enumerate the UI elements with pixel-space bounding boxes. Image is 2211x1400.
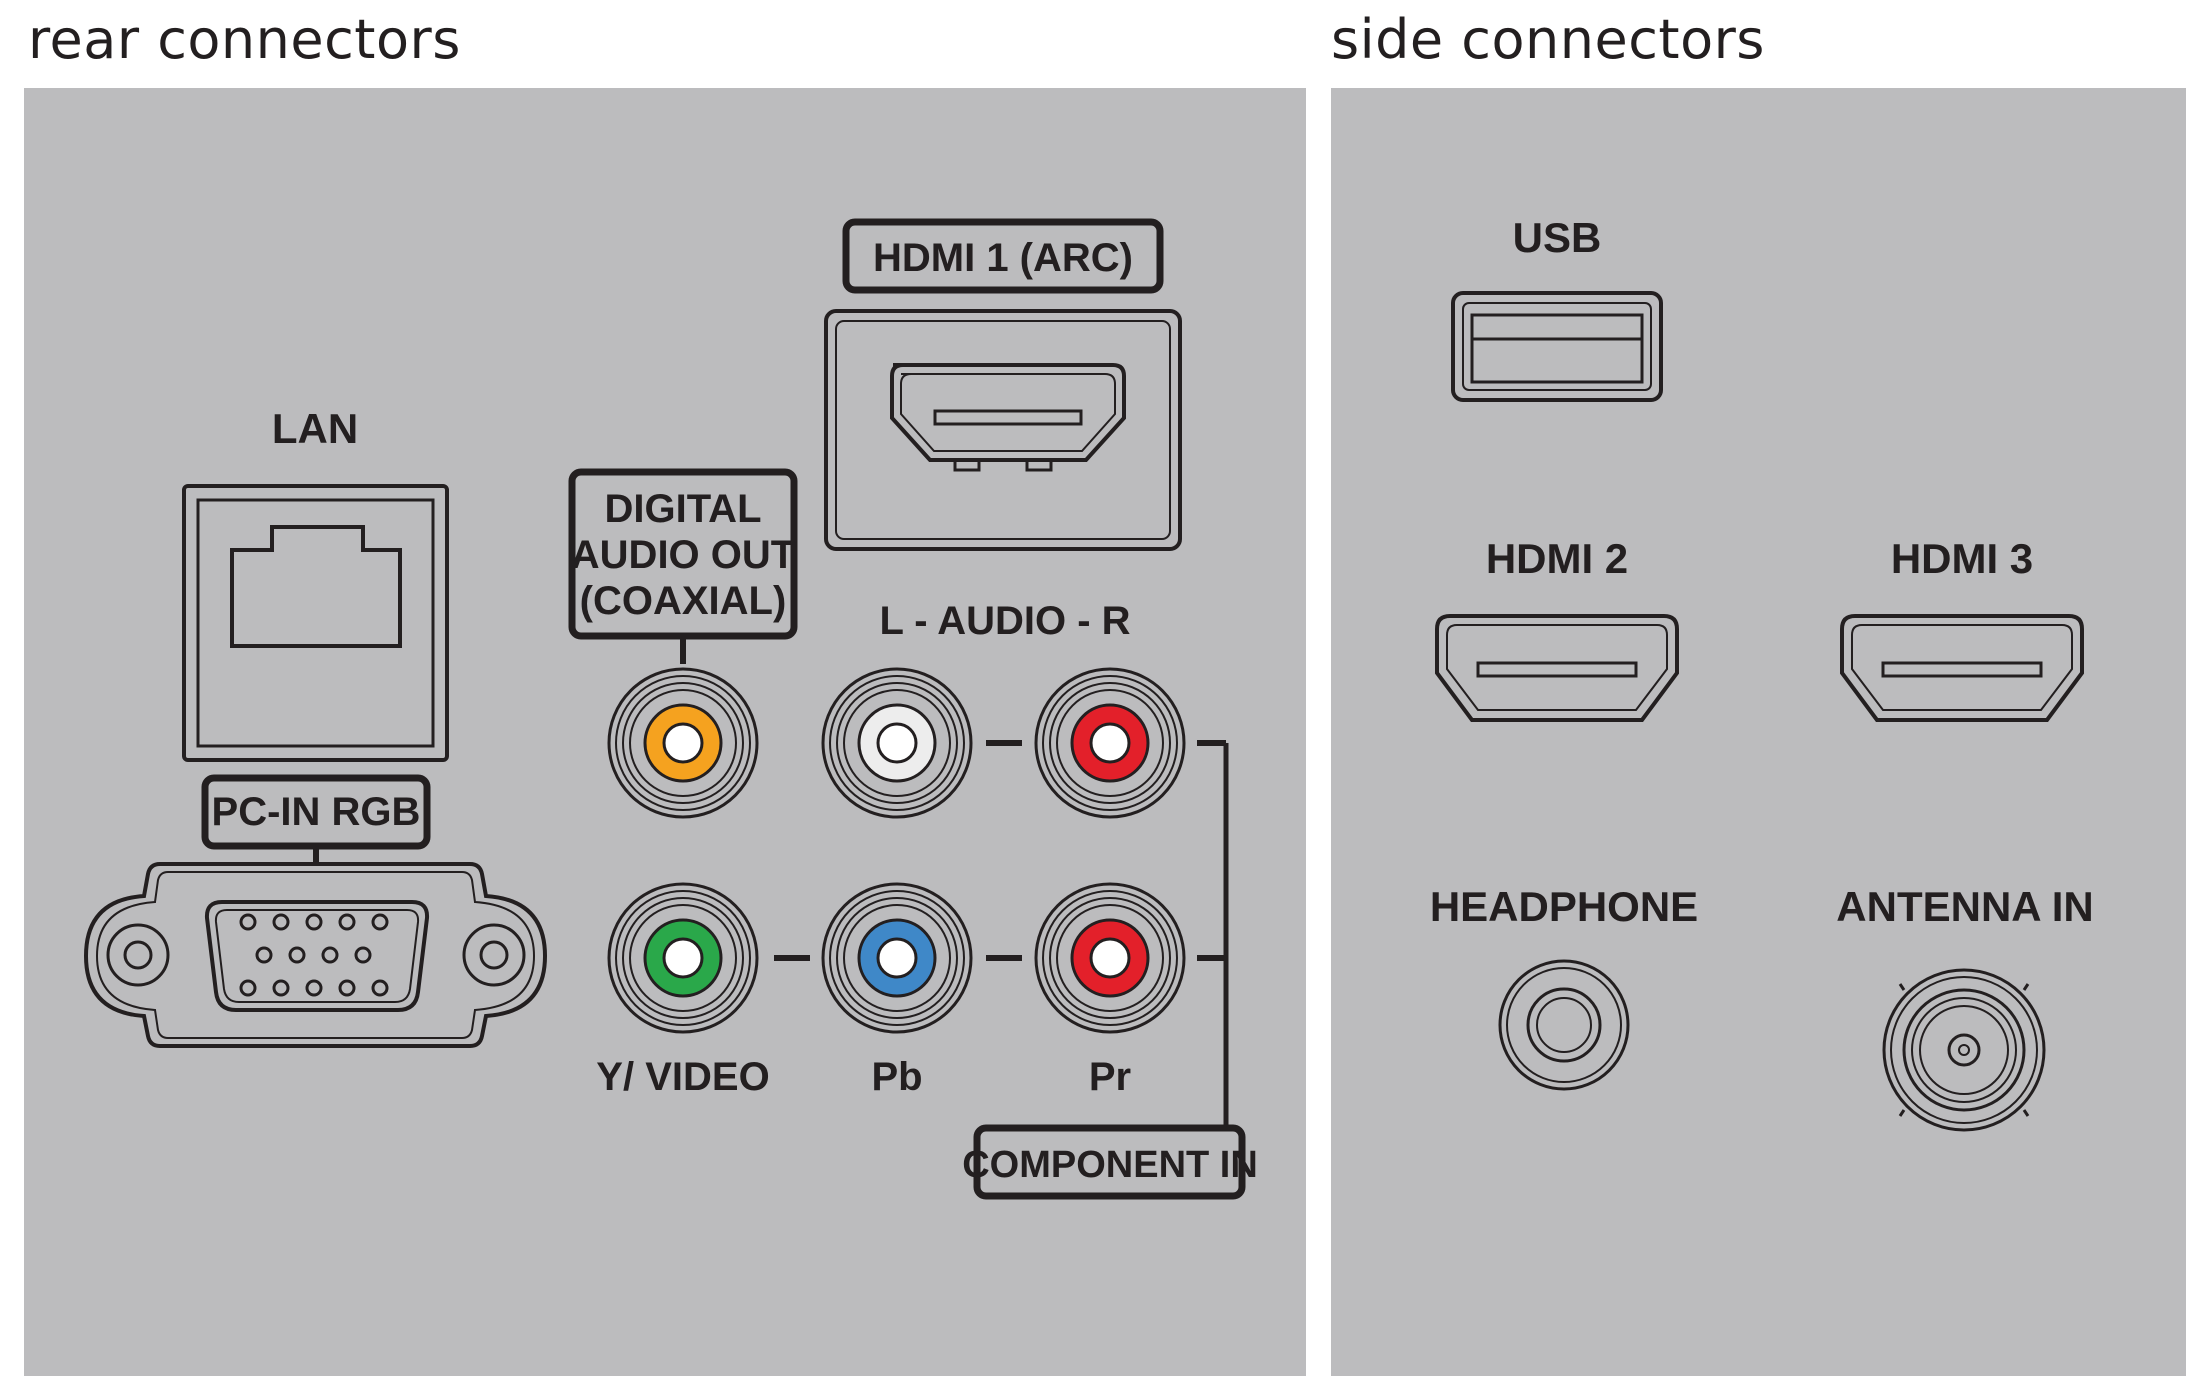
vga-port[interactable] (83, 862, 548, 1048)
hdmi1-label: HDMI 1 (ARC) (873, 236, 1133, 280)
digital-audio-label-line1: DIGITAL (604, 487, 761, 531)
lan-label: LAN (272, 405, 358, 452)
coaxial-jack[interactable] (607, 667, 759, 819)
y-video-jack[interactable] (607, 882, 759, 1034)
hdmi3-label: HDMI 3 (1891, 535, 2033, 582)
usb-port[interactable] (1451, 291, 1663, 402)
vga-left-screw (106, 923, 170, 987)
lan-port[interactable]: LAN (182, 405, 449, 762)
side-connectors-title: side connectors (1331, 8, 1765, 71)
pr-label: Pr (1089, 1055, 1131, 1099)
rear-connectors-title: rear connectors (28, 8, 461, 71)
pb-jack[interactable] (821, 882, 973, 1034)
hdmi3-port[interactable] (1840, 614, 2084, 722)
vga-pins (239, 913, 389, 997)
headphone-jack[interactable] (1498, 959, 1630, 1091)
digital-audio-label-line3: (COAXIAL) (580, 579, 787, 623)
digital-audio-label-box: DIGITAL AUDIO OUT (COAXIAL) (568, 468, 798, 664)
headphone-label: HEADPHONE (1430, 883, 1698, 930)
component-in-label-box: COMPONENT IN (962, 1124, 1258, 1200)
pb-label: Pb (871, 1055, 922, 1099)
y-video-label: Y/ VIDEO (596, 1055, 769, 1099)
audio-left-jack[interactable] (821, 667, 973, 819)
pc-in-rgb-label: PC-IN RGB (212, 790, 421, 834)
pc-in-rgb-label-box: PC-IN RGB (201, 774, 431, 864)
digital-audio-label-line2: AUDIO OUT (571, 533, 795, 577)
hdmi2-port[interactable] (1435, 614, 1679, 722)
hdmi1-port[interactable] (824, 309, 1182, 551)
antenna-in-label: ANTENNA IN (1836, 883, 2093, 930)
vga-right-screw (462, 923, 526, 987)
usb-label: USB (1513, 214, 1602, 261)
audio-right-jack[interactable] (1034, 667, 1186, 819)
component-in-label: COMPONENT IN (962, 1144, 1258, 1186)
audio-lr-label: L - AUDIO - R (879, 599, 1130, 643)
hdmi1-label-box: HDMI 1 (ARC) (842, 218, 1164, 294)
antenna-in-port[interactable] (1882, 968, 2046, 1132)
pr-jack[interactable] (1034, 882, 1186, 1034)
hdmi2-label: HDMI 2 (1486, 535, 1628, 582)
jack-connectors (774, 740, 1226, 961)
